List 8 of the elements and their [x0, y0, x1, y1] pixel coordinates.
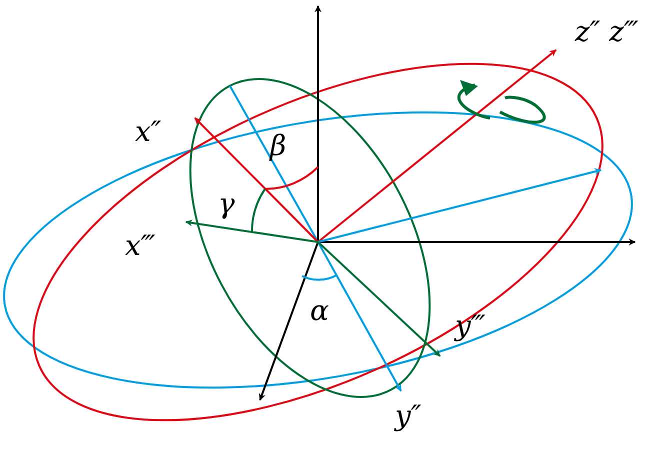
- angle-label: γ: [218, 190, 235, 218]
- angle-label: α: [310, 297, 329, 325]
- axis-label: z″ z‴: [575, 18, 638, 46]
- axis-label: y‴: [455, 312, 486, 340]
- axis-label: x″: [135, 118, 162, 146]
- angle-label: β: [270, 132, 286, 160]
- axis-label: y″: [395, 402, 422, 430]
- axis-label: x‴: [125, 232, 156, 260]
